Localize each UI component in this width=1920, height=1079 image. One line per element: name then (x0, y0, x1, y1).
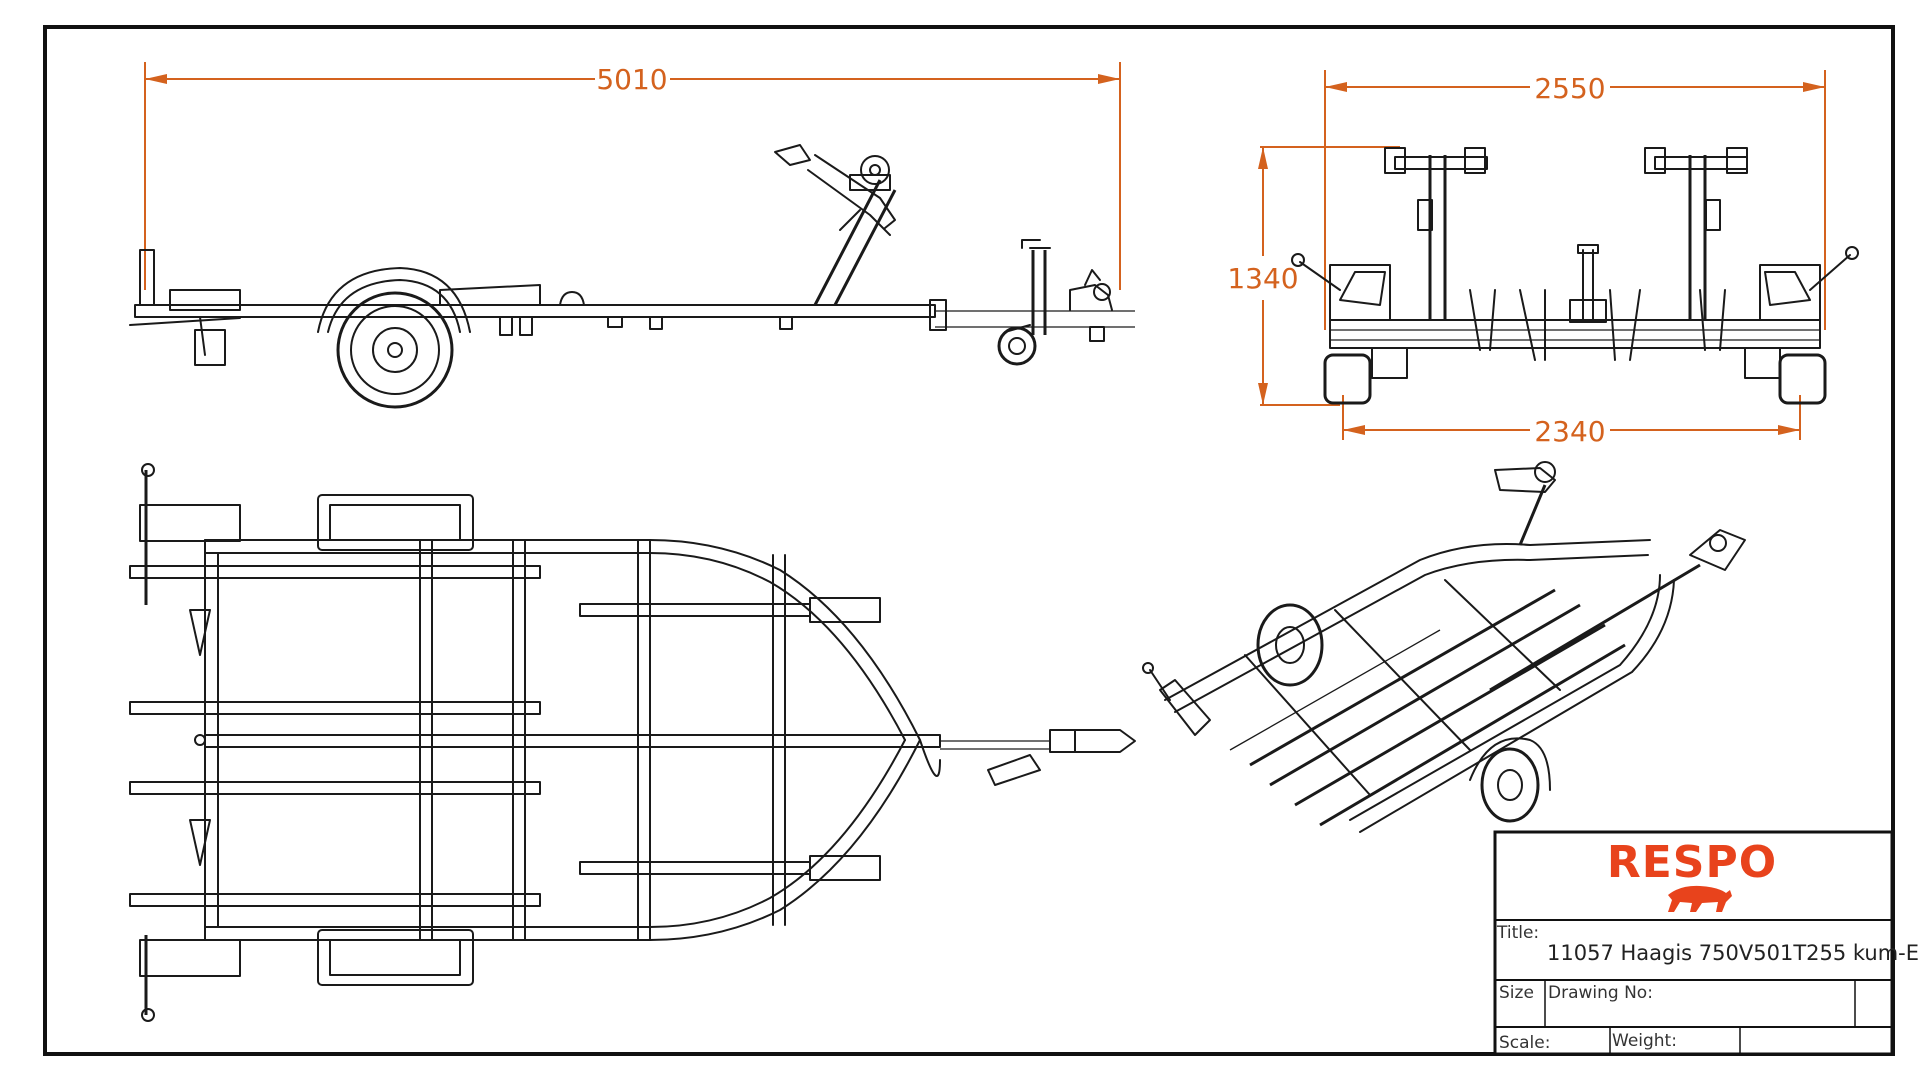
dimension-label-length: 5010 (596, 63, 667, 96)
dimension-label-width: 2550 (1534, 72, 1605, 105)
respo-animal-icon (1668, 885, 1732, 912)
dimension-track-width: 2340 (1342, 395, 1801, 448)
dimension-label-track: 2340 (1534, 415, 1605, 448)
drawing-title: 11057 Haagis 750V501T255 kum-EU2 (1547, 941, 1920, 965)
scale-label: Scale: (1499, 1033, 1550, 1053)
title-block: RESPO Title: 11057 Haagis 750V501T255 ku… (1493, 830, 1920, 1056)
drawing-number-label: Drawing No: (1548, 983, 1653, 1003)
side-view: 5010 (129, 62, 1135, 409)
top-view (129, 463, 1136, 1022)
dimension-overall-length: 5010 (144, 62, 1121, 290)
sheet-border (43, 25, 1895, 1056)
title-label: Title: (1496, 923, 1539, 943)
rear-view: 2550 1340 2340 (1227, 70, 1859, 448)
isometric-view (1142, 461, 1746, 833)
dimension-label-height: 1340 (1227, 262, 1298, 295)
dimension-overall-width: 2550 (1324, 70, 1826, 330)
respo-logo: RESPO (1607, 837, 1777, 888)
size-label: Size (1499, 983, 1534, 1003)
dimension-overall-height: 1340 (1227, 146, 1400, 406)
weight-label: Weight: (1612, 1031, 1677, 1051)
